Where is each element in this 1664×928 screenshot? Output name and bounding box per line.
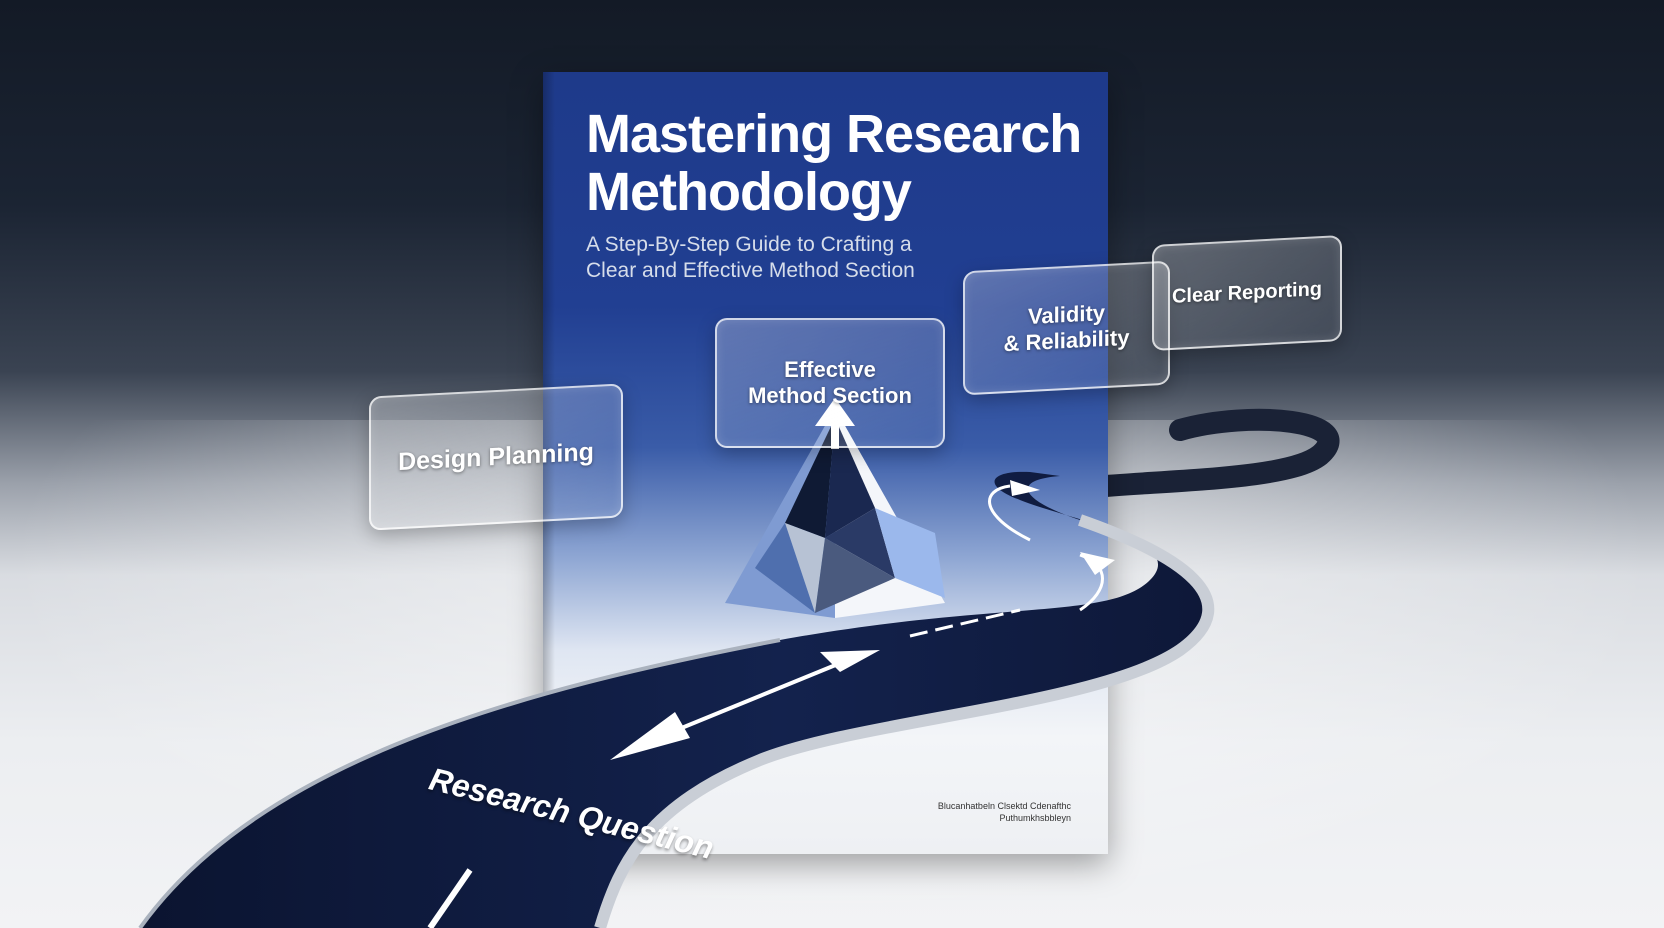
- card-validity-reliability: Validity & Reliability: [963, 260, 1170, 396]
- card-design-label: Design Planning: [398, 437, 594, 476]
- title-line-2: Methodology: [586, 162, 912, 222]
- card-effective-method-section: Effective Method Section: [715, 318, 945, 448]
- book-subtitle: A Step-By-Step Guide to Crafting a Clear…: [586, 232, 915, 284]
- card-validity-label: Validity & Reliability: [1004, 299, 1130, 358]
- publisher-line-1: Blucanhatbeln Clsektd Cdenafthc: [937, 801, 1071, 811]
- card-effective-line-1: Effective: [784, 357, 876, 382]
- card-clear-reporting: Clear Reporting: [1152, 235, 1342, 351]
- publisher-line-2: Puthumkhsbbleyn: [999, 813, 1071, 823]
- card-validity-line-1: Validity: [1027, 299, 1106, 330]
- publisher-text: Blucanhatbeln Clsektd Cdenafthc Puthumkh…: [938, 800, 1071, 824]
- card-effective-label: Effective Method Section: [748, 357, 912, 409]
- card-design-planning: Design Planning: [369, 383, 623, 531]
- subtitle-line-2: Clear and Effective Method Section: [586, 259, 915, 282]
- title-line-1: Mastering Research: [586, 104, 1082, 164]
- subtitle-line-1: A Step-By-Step Guide to Crafting a: [586, 233, 912, 256]
- book-spine: [543, 72, 555, 854]
- card-effective-line-2: Method Section: [748, 383, 912, 408]
- book-title: Mastering Research Methodology: [586, 104, 1082, 222]
- pyramid-graphic: [725, 398, 945, 618]
- card-clear-label: Clear Reporting: [1171, 277, 1323, 308]
- card-validity-line-2: & Reliability: [1003, 324, 1130, 357]
